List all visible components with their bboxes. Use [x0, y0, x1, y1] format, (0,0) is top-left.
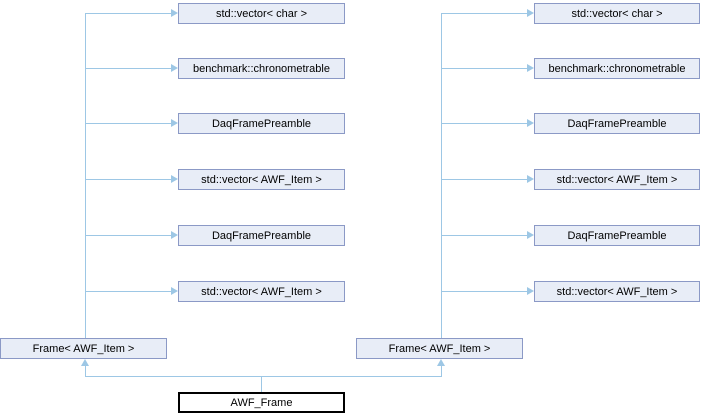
arrow-right-icon [527, 287, 534, 295]
class-node-frame-awf-item-left[interactable]: Frame< AWF_Item > [0, 338, 167, 359]
right-branch-line [441, 68, 527, 69]
left-branch-line [85, 291, 171, 292]
arrow-up-icon [81, 359, 89, 366]
class-node-daqframepreamble[interactable]: DaqFramePreamble [178, 225, 345, 246]
left-trunk-line [85, 13, 86, 338]
class-node-benchmark-chronometrable[interactable]: benchmark::chronometrable [534, 58, 700, 79]
arrow-right-icon [527, 9, 534, 17]
class-node-frame-awf-item-right[interactable]: Frame< AWF_Item > [356, 338, 523, 359]
arrow-right-icon [171, 231, 178, 239]
class-node-std-vector-char[interactable]: std::vector< char > [178, 3, 345, 24]
arrow-right-icon [527, 231, 534, 239]
arrow-right-icon [171, 64, 178, 72]
right-branch-line [441, 235, 527, 236]
left-branch-line [85, 179, 171, 180]
right-branch-line [441, 123, 527, 124]
arrow-right-icon [171, 175, 178, 183]
right-branch-line [441, 179, 527, 180]
left-branch-line [85, 235, 171, 236]
arrow-right-icon [527, 175, 534, 183]
left-branch-line [85, 13, 171, 14]
main-class-node-awf-frame: AWF_Frame [178, 392, 345, 413]
right-inherit-line [441, 364, 442, 376]
class-node-daqframepreamble[interactable]: DaqFramePreamble [534, 113, 700, 134]
class-node-std-vector-awf-item[interactable]: std::vector< AWF_Item > [178, 281, 345, 302]
arrow-right-icon [527, 119, 534, 127]
class-node-std-vector-char[interactable]: std::vector< char > [534, 3, 700, 24]
class-node-benchmark-chronometrable[interactable]: benchmark::chronometrable [178, 58, 345, 79]
class-node-std-vector-awf-item[interactable]: std::vector< AWF_Item > [178, 169, 345, 190]
right-branch-line [441, 291, 527, 292]
main-node-stub-line [261, 376, 262, 392]
left-branch-line [85, 123, 171, 124]
class-node-daqframepreamble[interactable]: DaqFramePreamble [534, 225, 700, 246]
arrow-up-icon [437, 359, 445, 366]
arrow-right-icon [527, 64, 534, 72]
class-node-daqframepreamble[interactable]: DaqFramePreamble [178, 113, 345, 134]
class-node-std-vector-awf-item[interactable]: std::vector< AWF_Item > [534, 169, 700, 190]
right-branch-line [441, 13, 527, 14]
left-inherit-line [85, 364, 86, 376]
left-branch-line [85, 68, 171, 69]
arrow-right-icon [171, 119, 178, 127]
arrow-right-icon [171, 9, 178, 17]
arrow-right-icon [171, 287, 178, 295]
class-node-std-vector-awf-item[interactable]: std::vector< AWF_Item > [534, 281, 700, 302]
right-trunk-line [441, 13, 442, 338]
inheritance-connector-line [85, 376, 442, 377]
